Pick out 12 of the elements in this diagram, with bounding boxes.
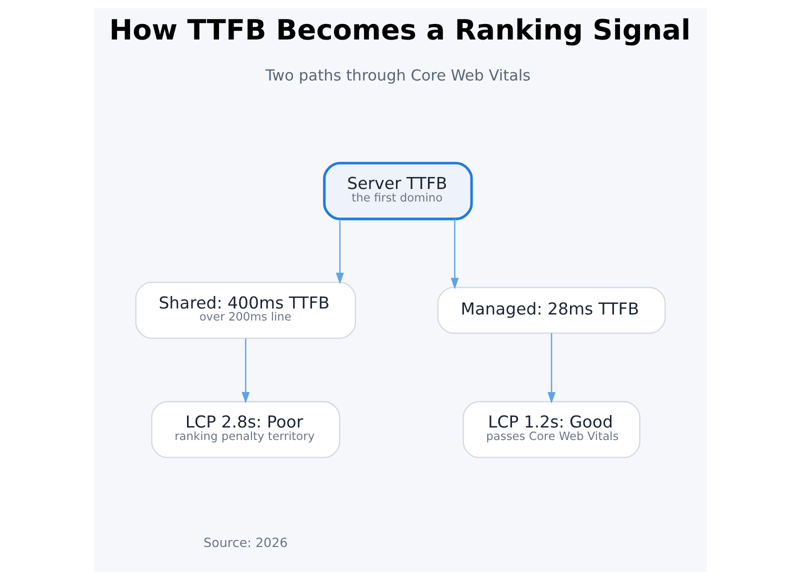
node-box: LCP 1.2s: Good passes Core Web Vitals [462, 401, 640, 458]
label: Source: 2026 [203, 535, 288, 550]
arrow [241, 338, 250, 404]
node-box: Server TTFB the first domino [322, 162, 472, 220]
diagram-title: How TTFB Becomes a Ranking Signal [108, 13, 690, 46]
arrow [547, 333, 556, 404]
node-box: Managed: 28ms TTFB [436, 286, 666, 334]
node-box: LCP 2.8s: Poor ranking penalty territory [150, 401, 340, 458]
label: Two paths through Core Web Vitals [264, 66, 530, 85]
arrow [450, 219, 458, 290]
node-box: Shared: 400ms TTFB over 200ms line [134, 282, 356, 339]
arrow [335, 219, 344, 284]
